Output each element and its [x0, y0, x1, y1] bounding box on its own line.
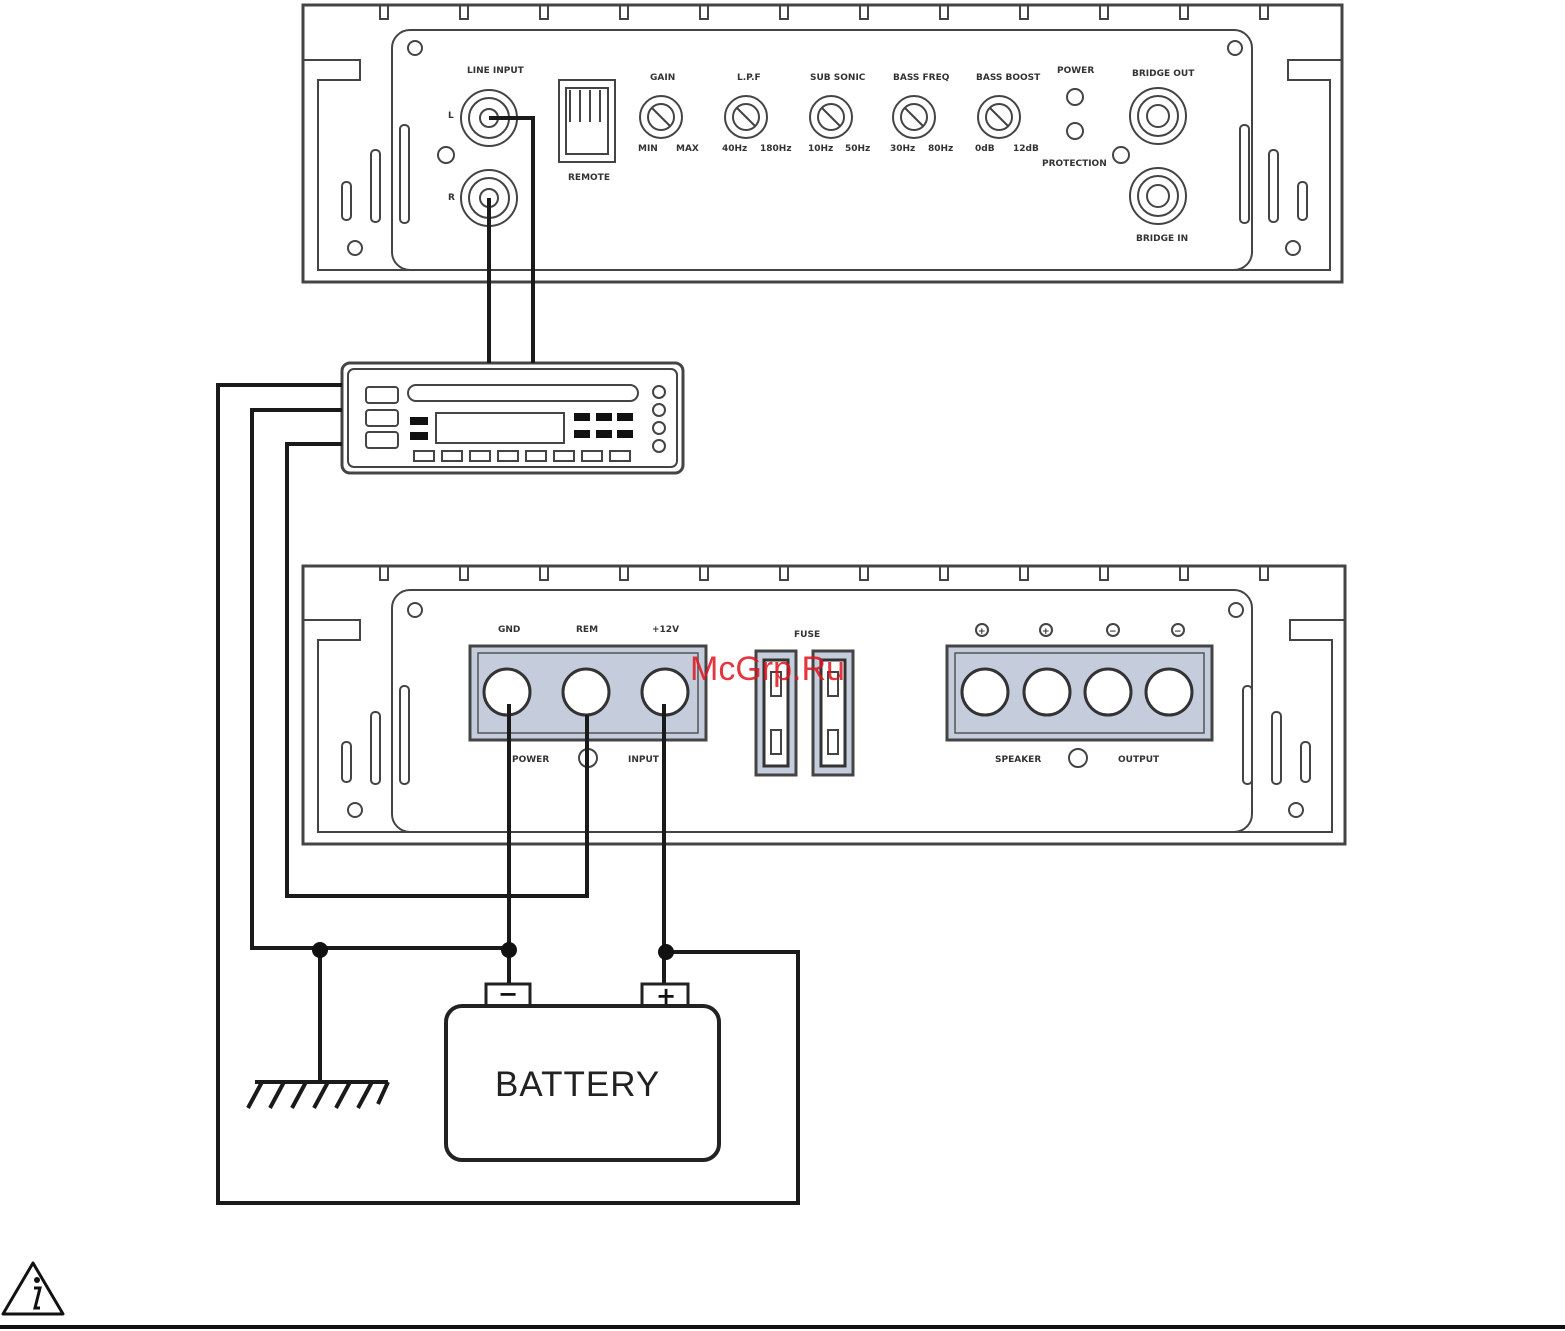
- lpf-min-label: 40Hz: [722, 144, 747, 154]
- top-amplifier: LINE INPUT L R REMOTE GAIN MIN MAX L.P.F…: [303, 5, 1342, 282]
- bass-boost-max-label: 12dB: [1013, 144, 1039, 154]
- battery-label: BATTERY: [495, 1065, 660, 1104]
- speaker-terminal-4: [1146, 669, 1192, 715]
- junction-ground: [312, 942, 328, 958]
- speaker-minus-2: −: [1174, 627, 1182, 637]
- sub-max-label: 50Hz: [845, 144, 870, 154]
- gain-max-label: MAX: [676, 144, 699, 154]
- remote-label: REMOTE: [568, 173, 610, 183]
- speaker-terminal-2: [1024, 669, 1070, 715]
- ground-symbol-icon: [248, 1082, 388, 1108]
- bass-freq-max-label: 80Hz: [928, 144, 953, 154]
- right-channel-label: R: [448, 193, 455, 203]
- gain-label: GAIN: [650, 73, 675, 83]
- lpf-label: L.P.F: [737, 73, 761, 83]
- rem-label: REM: [576, 625, 598, 635]
- input-label: INPUT: [628, 755, 660, 765]
- info-icon: [3, 1263, 63, 1314]
- battery: − + BATTERY: [446, 980, 719, 1160]
- speaker-minus-1: −: [1109, 627, 1117, 637]
- bass-boost-min-label: 0dB: [975, 144, 995, 154]
- watermark: McGrp.Ru: [690, 650, 845, 688]
- head-unit: [342, 363, 683, 473]
- bass-boost-label: BASS BOOST: [976, 73, 1041, 83]
- lpf-max-label: 180Hz: [760, 144, 792, 154]
- fuse-label: FUSE: [794, 630, 820, 640]
- junction-positive: [658, 944, 674, 960]
- bottom-amplifier: GND REM +12V POWER INPUT FUSE + + − −: [303, 566, 1345, 844]
- rem-terminal: [563, 669, 609, 715]
- line-input-label: LINE INPUT: [467, 66, 525, 76]
- junction-negative: [501, 942, 517, 958]
- speaker-plus-2: +: [1042, 627, 1050, 637]
- sub-min-label: 10Hz: [808, 144, 833, 154]
- output-label: OUTPUT: [1118, 755, 1160, 765]
- speaker-plus-1: +: [978, 627, 986, 637]
- bridge-in-label: BRIDGE IN: [1136, 234, 1188, 244]
- power-led-label: POWER: [1057, 66, 1094, 76]
- sub-sonic-label: SUB SONIC: [810, 73, 866, 83]
- footer-rule: [0, 1325, 1565, 1329]
- gnd-label: GND: [498, 625, 520, 635]
- bass-freq-label: BASS FREQ: [893, 73, 950, 83]
- speaker-terminal-3: [1085, 669, 1131, 715]
- power-label: POWER: [512, 755, 549, 765]
- protection-led-label: PROTECTION: [1042, 159, 1107, 169]
- battery-negative-sign: −: [498, 980, 518, 1008]
- plus12v-label: +12V: [652, 625, 679, 635]
- gain-min-label: MIN: [638, 144, 658, 154]
- bass-freq-min-label: 30Hz: [890, 144, 915, 154]
- speaker-label: SPEAKER: [995, 755, 1041, 765]
- speaker-terminal-1: [962, 669, 1008, 715]
- bridge-out-label: BRIDGE OUT: [1132, 69, 1195, 79]
- left-channel-label: L: [448, 111, 454, 121]
